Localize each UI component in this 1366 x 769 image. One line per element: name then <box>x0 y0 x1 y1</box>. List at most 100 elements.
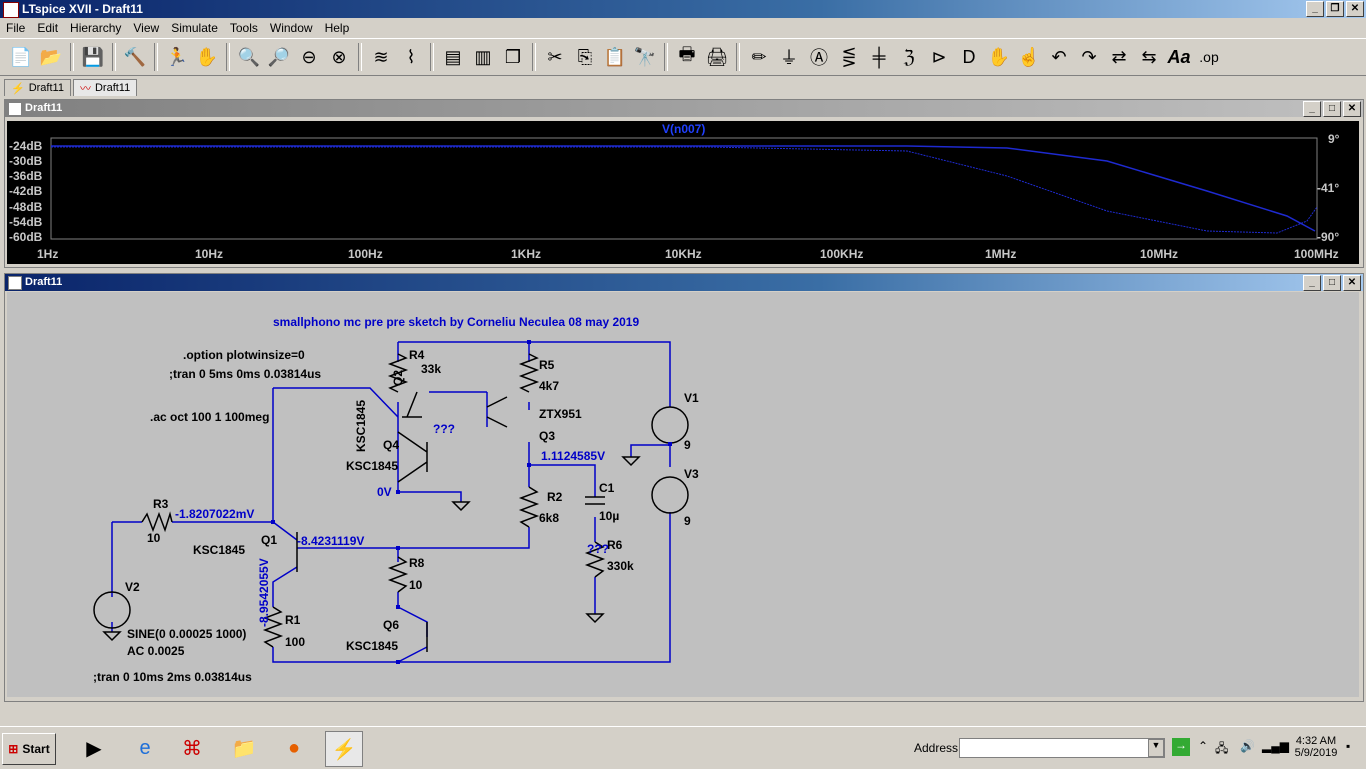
voltage-source-v1[interactable] <box>651 406 689 444</box>
autorange-icon[interactable]: ≋ <box>373 46 389 67</box>
print-setup-icon[interactable]: 🖶 <box>678 44 696 64</box>
menu-help[interactable]: Help <box>324 21 350 35</box>
component-label[interactable]: Q1 <box>261 533 278 547</box>
component-icon[interactable]: D <box>962 46 976 67</box>
print-icon[interactable]: 🖨 <box>705 46 729 67</box>
new-schematic-icon[interactable]: 📄 <box>9 46 33 67</box>
rotate-icon[interactable]: ⇄ <box>1111 46 1127 67</box>
tab-plot[interactable]: 〰 Draft11 <box>72 79 138 96</box>
component-value[interactable]: 6k8 <box>539 511 560 525</box>
component-label[interactable]: C1 <box>599 481 615 495</box>
minimize-button[interactable]: _ <box>1303 275 1321 291</box>
component-label[interactable]: Q6 <box>383 618 400 632</box>
text-icon[interactable]: Aa <box>1167 46 1191 67</box>
waveform-plot[interactable]: V(n007) -24dB -30dB -36dB -42dB -48dB -5… <box>7 121 1359 264</box>
zoom-in-icon[interactable]: 🔍 <box>237 46 261 67</box>
menu-window[interactable]: Window <box>269 21 313 35</box>
restore-button[interactable]: ❐ <box>1326 1 1344 17</box>
component-value[interactable]: AC 0.0025 <box>127 644 185 658</box>
run-icon[interactable]: 🏃 <box>165 46 189 67</box>
label-net-icon[interactable]: Ⓐ <box>810 48 828 68</box>
minimize-button[interactable]: _ <box>1306 1 1324 17</box>
spice-directive[interactable]: .ac oct 100 1 100meg <box>150 410 270 424</box>
schematic-canvas[interactable]: smallphono mc pre pre sketch by Corneliu… <box>7 292 1359 697</box>
maximize-button[interactable]: □ <box>1323 101 1341 117</box>
redo-icon[interactable]: ↷ <box>1081 46 1097 67</box>
menu-hierarchy[interactable]: Hierarchy <box>70 21 122 35</box>
component-label[interactable]: V3 <box>684 467 699 481</box>
save-icon[interactable]: 💾 <box>81 46 105 67</box>
resistor-r2[interactable] <box>518 486 540 528</box>
voltage-source-v3[interactable] <box>651 476 689 514</box>
component-label[interactable]: V2 <box>125 580 140 594</box>
waveform-icon[interactable]: ⌇ <box>406 46 416 67</box>
file-explorer-icon[interactable]: 📁 <box>231 737 257 760</box>
schematic-heading[interactable]: smallphono mc pre pre sketch by Corneliu… <box>273 315 640 329</box>
node-voltage-label[interactable]: ??? <box>587 542 609 556</box>
signal-icon[interactable]: ▂▄▆ <box>1262 739 1289 753</box>
copy-icon[interactable]: ⎘ <box>577 46 593 67</box>
resistor-icon[interactable]: ⋚ <box>841 46 857 67</box>
media-player-icon[interactable]: ▶ <box>86 737 102 760</box>
component-label[interactable]: V1 <box>684 391 699 405</box>
resistor-r1[interactable] <box>262 606 284 648</box>
halt-icon[interactable]: ✋ <box>195 46 219 67</box>
node-voltage-label[interactable]: ??? <box>433 422 455 436</box>
component-value[interactable]: KSC1845 <box>354 399 368 452</box>
paste-icon[interactable]: 📋 <box>603 46 627 67</box>
action-center-icon[interactable]: ▪ <box>1346 739 1351 753</box>
magnitude-trace[interactable] <box>51 145 1316 232</box>
open-icon[interactable]: 📂 <box>39 46 63 67</box>
find-icon[interactable]: 🔭 <box>633 46 657 67</box>
zoom-out-icon[interactable]: ⊖ <box>301 46 317 67</box>
start-button[interactable]: ⊞ Start <box>2 733 56 765</box>
chevron-down-icon[interactable]: ▼ <box>1148 739 1164 757</box>
go-icon[interactable]: → <box>1172 738 1190 756</box>
component-value[interactable]: 330k <box>607 559 634 573</box>
draw-wire-icon[interactable]: ✏ <box>751 46 767 67</box>
component-label[interactable]: R4 <box>409 348 425 362</box>
phase-trace[interactable] <box>51 146 1318 234</box>
undo-icon[interactable]: ↶ <box>1051 46 1067 67</box>
component-value[interactable]: 4k7 <box>539 379 560 393</box>
clock[interactable]: 4:32 AM 5/9/2019 <box>1290 735 1342 759</box>
spice-directive[interactable]: ;tran 0 5ms 0ms 0.03814us <box>169 367 322 381</box>
network-icon[interactable]: 🖧 <box>1215 741 1229 755</box>
resistor-r6[interactable] <box>584 541 606 578</box>
menu-file[interactable]: File <box>6 21 26 35</box>
node-voltage-label[interactable]: -8.4231119V <box>297 534 365 548</box>
minimize-button[interactable]: _ <box>1303 101 1321 117</box>
component-value[interactable]: SINE(0 0.00025 1000) <box>127 627 247 641</box>
component-value[interactable]: 100 <box>285 635 306 649</box>
trace-label[interactable]: V(n007) <box>662 122 706 136</box>
resistor-r4[interactable] <box>387 353 409 393</box>
internet-explorer-icon[interactable]: e <box>139 736 151 759</box>
close-button[interactable]: ✕ <box>1343 101 1361 117</box>
tray-expand-icon[interactable]: ⌃ <box>1198 739 1209 753</box>
transistor-q4[interactable] <box>397 431 428 483</box>
volume-icon[interactable]: 🔊 <box>1240 739 1255 753</box>
component-value[interactable]: 9 <box>684 438 691 452</box>
resistor-r5[interactable] <box>518 353 540 393</box>
component-value[interactable]: 10 <box>409 578 423 592</box>
ltspice-taskbar-icon[interactable]: ⚡ <box>325 731 363 767</box>
inductor-icon[interactable]: ℨ <box>903 46 915 67</box>
cascade-icon[interactable]: ❐ <box>504 46 522 67</box>
menu-edit[interactable]: Edit <box>37 21 59 35</box>
component-label[interactable]: Q2 <box>391 369 405 386</box>
tab-schematic[interactable]: ⚡ Draft11 <box>4 79 71 96</box>
ground-icon[interactable]: ⏚ <box>780 48 798 68</box>
component-label[interactable]: R1 <box>285 613 301 627</box>
spice-directive[interactable]: .option plotwinsize=0 <box>183 348 305 362</box>
tile-horizontal-icon[interactable]: ▤ <box>444 46 462 67</box>
component-value[interactable]: 10µ <box>599 509 620 523</box>
diode-icon[interactable]: ⊳ <box>931 46 947 67</box>
capacitor-c1[interactable] <box>585 496 605 505</box>
component-value[interactable]: KSC1845 <box>193 543 246 557</box>
node-voltage-label[interactable]: -1.8207022mV <box>175 507 255 521</box>
menu-tools[interactable]: Tools <box>229 21 258 35</box>
menu-simulate[interactable]: Simulate <box>171 21 218 35</box>
tile-vertical-icon[interactable]: ▥ <box>474 46 492 67</box>
resistor-r3[interactable] <box>141 511 173 533</box>
capacitor-icon[interactable]: ╪ <box>872 46 886 67</box>
